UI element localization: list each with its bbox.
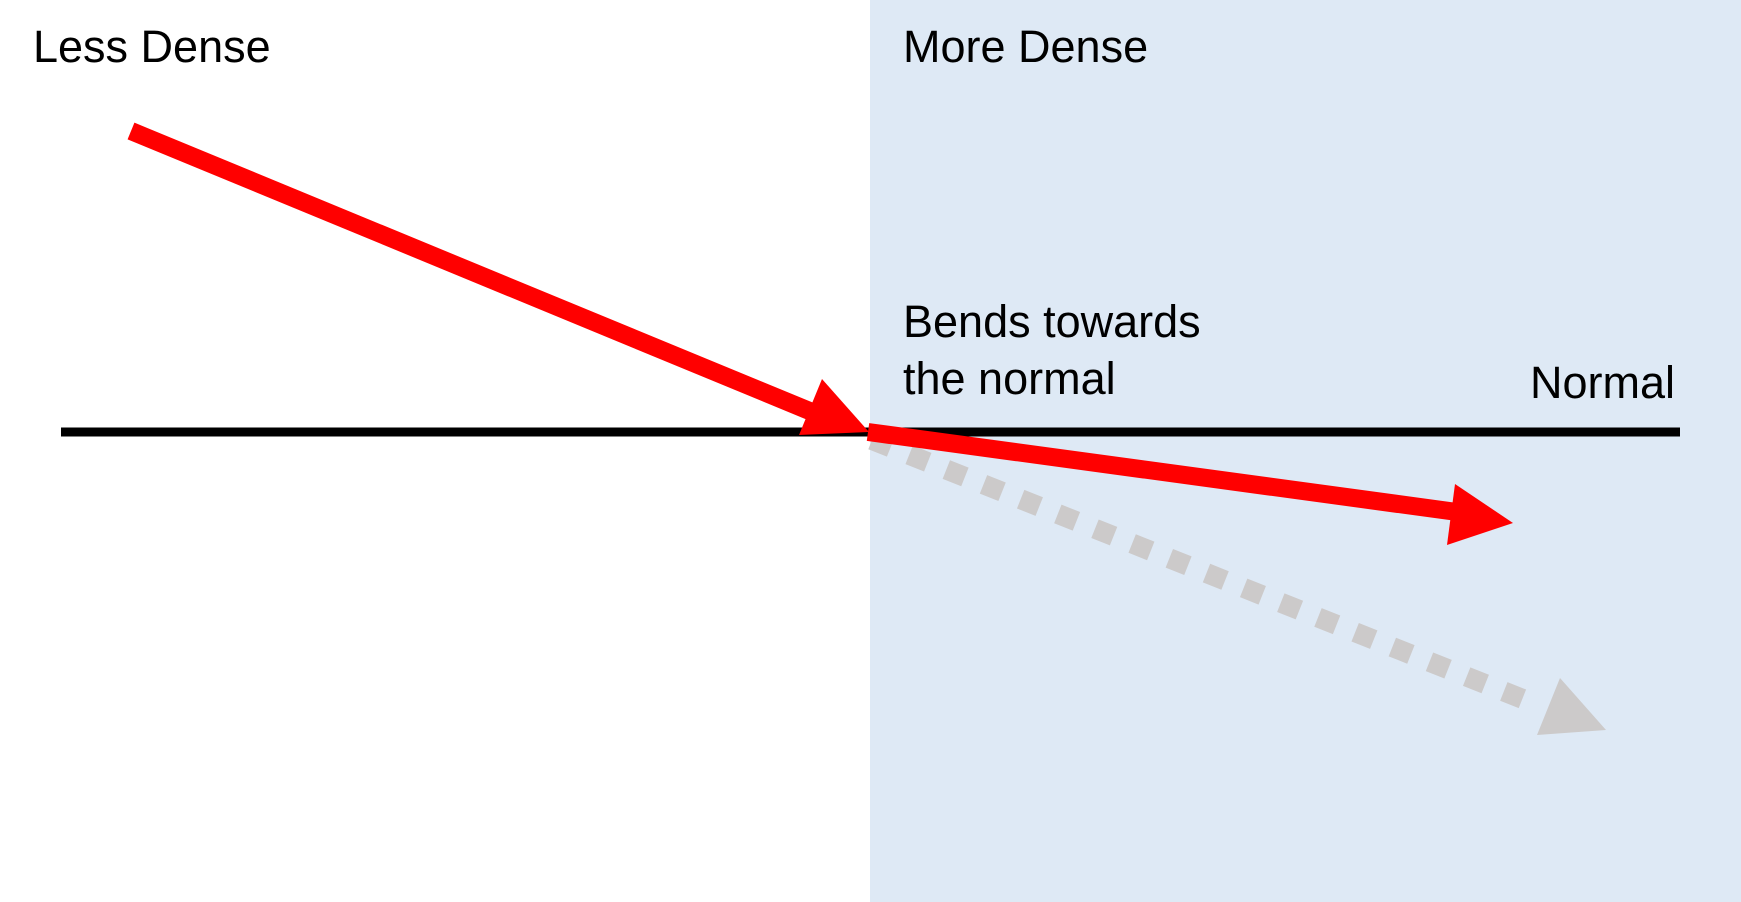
undeviated-path-arrow xyxy=(868,430,1606,735)
normal-label: Normal xyxy=(1530,357,1675,408)
annotation-line-1: Bends towards xyxy=(903,296,1201,347)
refracted-ray-arrow xyxy=(866,423,1513,545)
arrow-icon xyxy=(1447,484,1513,545)
arrow-icon xyxy=(799,379,869,435)
annotation-line-2: the normal xyxy=(903,353,1116,404)
less-dense-label: Less Dense xyxy=(33,21,271,72)
dotted-arrow-icon xyxy=(1537,678,1606,735)
less-dense-region xyxy=(0,0,870,902)
incident-ray-arrow xyxy=(127,122,869,435)
refracted-ray-line xyxy=(866,423,1459,521)
more-dense-label: More Dense xyxy=(903,21,1148,72)
incident-ray-line xyxy=(127,122,816,421)
